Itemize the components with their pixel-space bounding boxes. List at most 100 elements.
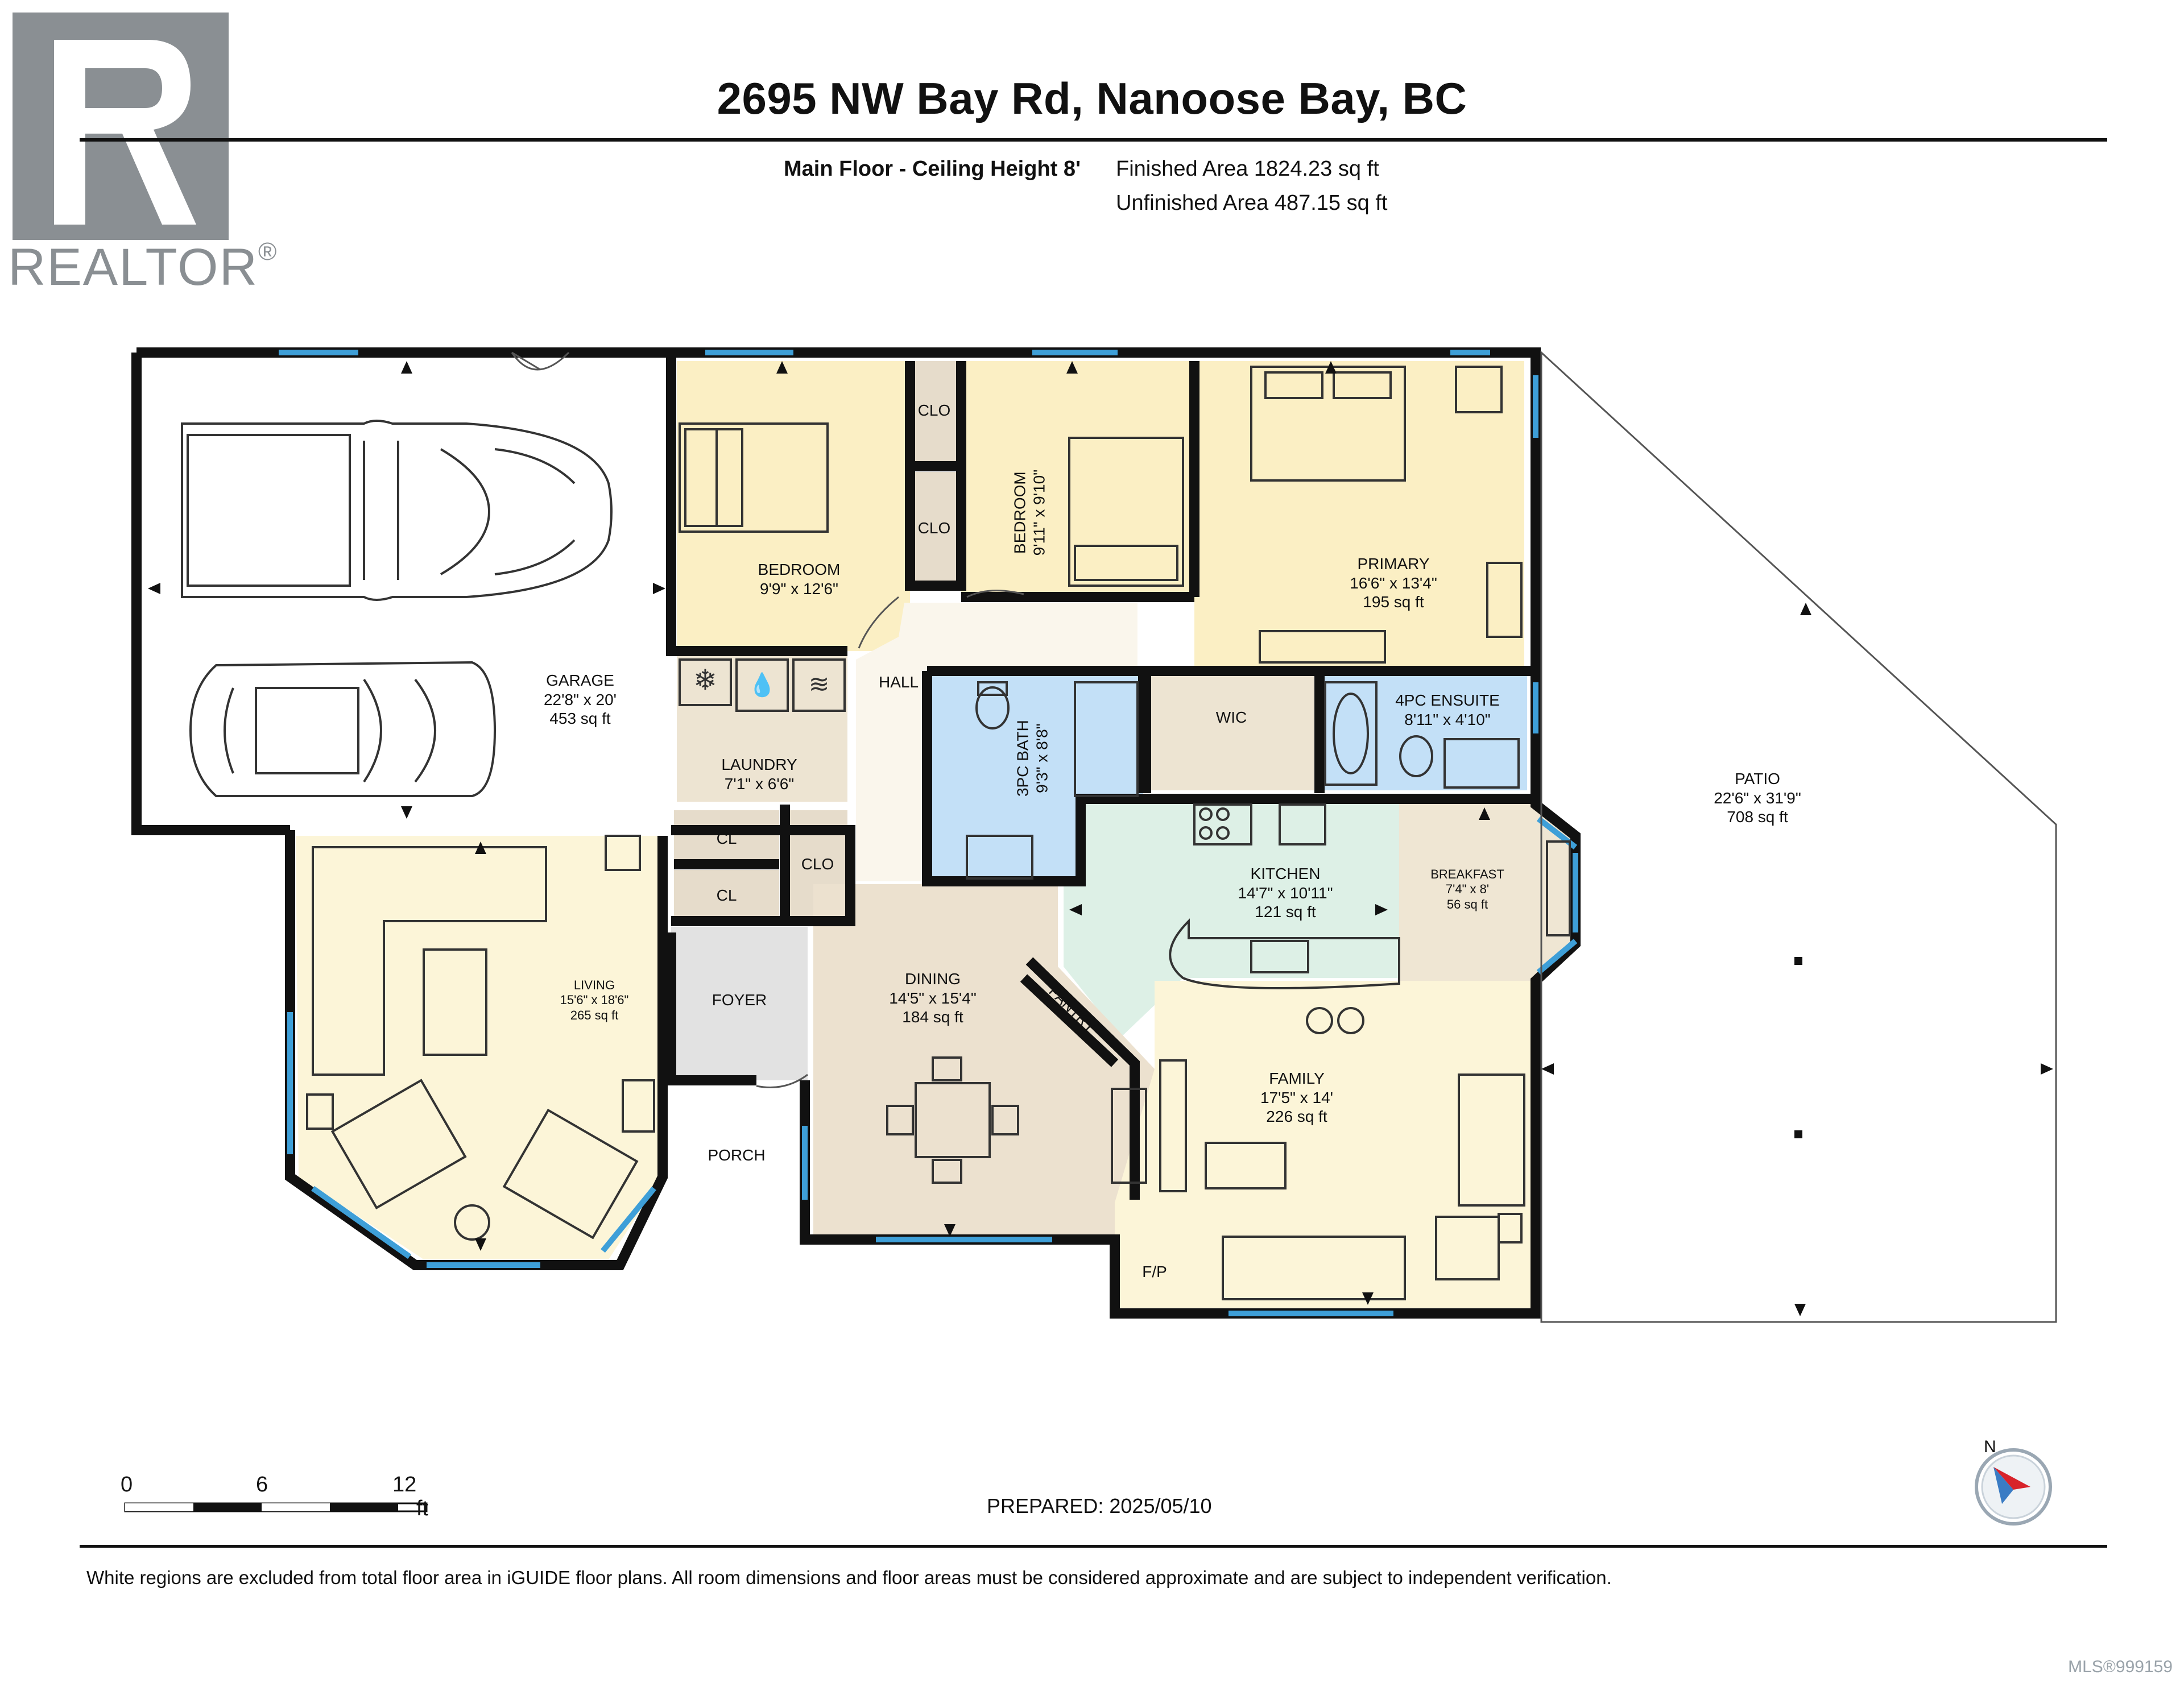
kitchen-dims: 14'7" x 10'11" — [1238, 884, 1333, 902]
wave-icon: ≋ — [809, 670, 830, 698]
foyer-area — [671, 927, 808, 1080]
bath-dims: 9'3" x 8'8" — [1033, 723, 1050, 793]
family-area-text: 226 sq ft — [1266, 1108, 1327, 1126]
prepared-date: PREPARED: 2025/05/10 — [987, 1494, 1212, 1518]
room-fills — [136, 353, 2056, 1322]
bedroom-3-label: BEDROOM 9'11" x 9'10" — [1010, 419, 1048, 607]
bed-icon — [1250, 366, 1523, 664]
laundry-dims: 7'1" x 6'6" — [724, 774, 795, 793]
breakfast-area-text: 56 sq ft — [1446, 897, 1488, 911]
patio-area — [1541, 353, 2056, 1322]
patio-area-text: 708 sq ft — [1727, 808, 1788, 826]
ensuite-dims: 8'11" x 4'10" — [1404, 710, 1491, 728]
garage-area-text: 453 sq ft — [549, 710, 611, 728]
living-area — [296, 836, 663, 1259]
doors — [511, 351, 1024, 1088]
cl-1-label: CL — [716, 830, 737, 847]
pantry-label: PANTRY — [1045, 983, 1099, 1037]
bath-label: 3PC BATH 9'3" x 8'8" — [1013, 673, 1051, 844]
clo-1-label: CLO — [917, 401, 951, 419]
bed-icon — [1068, 437, 1184, 587]
family-label: FAMILY 17'5" x 14' 226 sq ft — [1211, 1069, 1382, 1126]
closet-1-area — [910, 361, 958, 463]
title-divider — [80, 138, 2107, 142]
water-drop-icon: 💧 — [748, 672, 776, 698]
porch-area — [677, 1086, 805, 1251]
bedroom-3-dims: 9'11" x 9'10" — [1030, 469, 1048, 556]
breakfast-dims: 7'4" x 8' — [1445, 882, 1490, 897]
cl-2-label: CL — [716, 886, 737, 904]
breakfast-name: BREAKFAST — [1430, 867, 1504, 881]
dining-dims: 14'5" x 15'4" — [889, 989, 977, 1007]
kitchen-area-text: 121 sq ft — [1255, 903, 1316, 921]
footer-divider — [80, 1545, 2107, 1548]
breakfast-label: BREAKFAST 7'4" x 8' 56 sq ft — [1410, 867, 1524, 912]
direction-arrows — [148, 361, 2053, 1316]
dining-label: DINING 14'5" x 15'4" 184 sq ft — [847, 969, 1018, 1027]
bed-icon — [679, 422, 829, 533]
garage-dims: 22'8" x 20' — [543, 690, 617, 708]
patio-boundary — [1540, 350, 2057, 1323]
ensuite-name: 4PC ENSUITE — [1395, 691, 1500, 709]
unfinished-area: Unfinished Area 487.15 sq ft — [1116, 191, 1388, 215]
patio-name: PATIO — [1735, 770, 1780, 787]
page-title: 2695 NW Bay Rd, Nanoose Bay, BC — [717, 73, 1467, 123]
cl-1-area — [674, 810, 779, 861]
primary-label: PRIMARY 16'6" x 13'4" 195 sq ft — [1308, 554, 1479, 612]
bedroom-2-label: BEDROOM 9'9" x 12'6" — [714, 560, 884, 598]
closet-2-area — [910, 472, 958, 588]
kitchen-label: KITCHEN 14'7" x 10'11" 121 sq ft — [1197, 864, 1374, 922]
realtor-logo: REALTOR® — [0, 0, 276, 296]
scale-label-0: 0 — [121, 1473, 133, 1497]
windows — [279, 350, 1578, 1316]
laundry-name: LAUNDRY — [721, 756, 797, 773]
floor-label: Main Floor - Ceiling Height 8' — [784, 157, 1081, 181]
clo-2-label: CLO — [917, 519, 951, 537]
living-label: LIVING 15'6" x 18'6" 265 sq ft — [523, 978, 665, 1023]
bath-name: 3PC BATH — [1014, 720, 1032, 797]
dining-name: DINING — [905, 970, 961, 988]
family-name: FAMILY — [1269, 1070, 1325, 1087]
scale-bar — [124, 1502, 428, 1512]
ensuite-label: 4PC ENSUITE 8'11" x 4'10" — [1371, 691, 1524, 729]
car-icon — [189, 661, 497, 797]
patio-post-1 — [1794, 957, 1802, 965]
kitchen-area — [1064, 799, 1399, 1038]
laundry-label: LAUNDRY 7'1" x 6'6" — [677, 755, 842, 793]
living-area-text: 265 sq ft — [570, 1008, 619, 1022]
bedroom-2-name: BEDROOM — [758, 561, 841, 578]
scale-unit: ft — [416, 1497, 429, 1520]
fireplace-label: F/P — [1142, 1263, 1167, 1280]
compass-icon — [1975, 1448, 2052, 1526]
patio-label: PATIO 22'6" x 31'9" 708 sq ft — [1664, 769, 1851, 827]
scale-label-12: 12 — [392, 1473, 417, 1497]
primary-area-text: 195 sq ft — [1363, 593, 1424, 611]
garage-label: GARAGE 22'8" x 20' 453 sq ft — [486, 671, 674, 728]
mls-number: MLS®999159 — [2068, 1657, 2173, 1676]
laundry-appliances — [679, 658, 846, 712]
kitchen-fixtures — [1111, 803, 1571, 1300]
disclaimer: White regions are excluded from total fl… — [86, 1567, 1612, 1588]
patio-dims: 22'6" x 31'9" — [1714, 789, 1801, 807]
living-name: LIVING — [573, 978, 615, 992]
breakfast-area — [1399, 799, 1575, 981]
garage-area — [136, 353, 665, 830]
wic-area — [1149, 671, 1314, 790]
finished-area: Finished Area 1824.23 sq ft — [1116, 157, 1379, 181]
bedroom-2-dims: 9'9" x 12'6" — [760, 579, 838, 598]
family-area — [1115, 981, 1536, 1308]
hall-label: HALL — [878, 673, 919, 691]
bath-fixtures — [966, 681, 1520, 880]
realtor-logo-reg: ® — [258, 238, 278, 266]
snowflake-icon: ❄ — [693, 664, 717, 696]
car-icon — [181, 420, 613, 601]
patio-post-2 — [1794, 1130, 1802, 1138]
primary-dims: 16'6" x 13'4" — [1350, 574, 1437, 592]
sofa-icon — [306, 835, 655, 1241]
kitchen-name: KITCHEN — [1250, 865, 1321, 882]
dining-table-icon — [886, 1056, 1019, 1184]
wic-label: WIC — [1215, 708, 1247, 726]
realtor-logo-text: REALTOR — [8, 238, 259, 296]
compass-label: N — [1984, 1437, 1996, 1456]
